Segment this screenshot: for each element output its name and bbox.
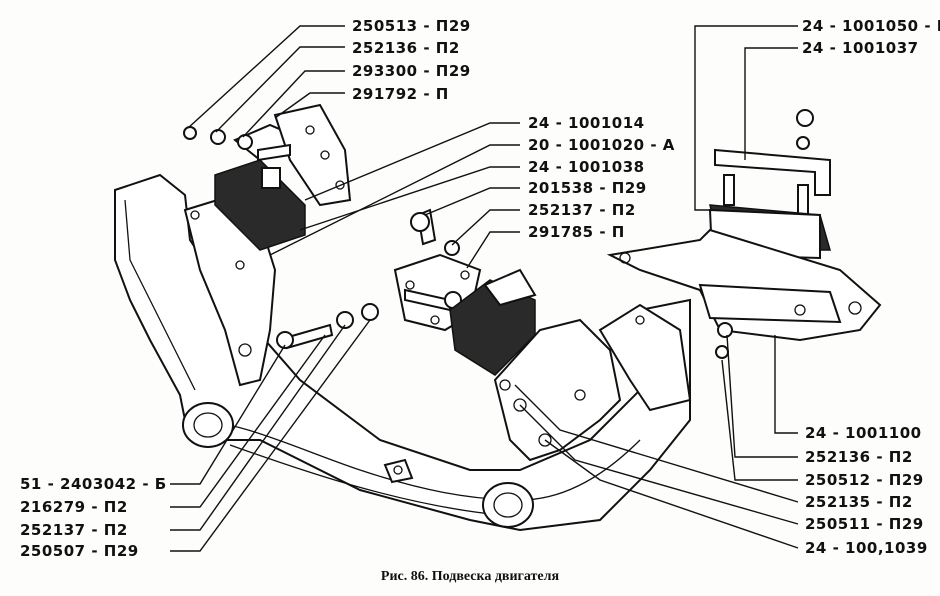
part-label: 24 - 100,1039 xyxy=(805,539,928,557)
part-label: 24 - 1001050 - Б xyxy=(802,17,940,35)
part-label: 252137 - П2 xyxy=(528,201,636,219)
center-mount xyxy=(393,208,622,462)
crossmember xyxy=(114,173,692,532)
part-label: 250511 - П29 xyxy=(805,515,924,533)
part-label: 250513 - П29 xyxy=(352,17,471,35)
right-mount xyxy=(606,109,882,359)
part-label: 24 - 1001100 xyxy=(805,424,922,442)
part-label: 250512 - П29 xyxy=(805,471,924,489)
part-label: 216279 - П2 xyxy=(20,498,128,516)
part-label: 291785 - П xyxy=(528,223,625,241)
part-label: 20 - 1001020 - А xyxy=(528,136,675,154)
figure-caption: Рис. 86. Подвеска двигателя xyxy=(380,569,560,584)
part-label: 252135 - П2 xyxy=(805,493,913,511)
part-label: 24 - 1001014 xyxy=(528,114,645,132)
leader-lines xyxy=(170,25,799,552)
part-label: 252137 - П2 xyxy=(20,521,128,539)
part-label: 24 - 1001037 xyxy=(802,39,919,57)
part-label: 51 - 2403042 - Б xyxy=(20,475,167,493)
part-label: 293300 - П29 xyxy=(352,62,471,80)
left-mount xyxy=(183,103,379,387)
part-label: 201538 - П29 xyxy=(528,179,647,197)
part-label: 250507 - П29 xyxy=(20,542,139,560)
part-label: 291792 - П xyxy=(352,85,449,103)
part-label: 24 - 1001038 xyxy=(528,158,645,176)
part-label: 252136 - П2 xyxy=(352,39,460,57)
part-label: 252136 - П2 xyxy=(805,448,913,466)
